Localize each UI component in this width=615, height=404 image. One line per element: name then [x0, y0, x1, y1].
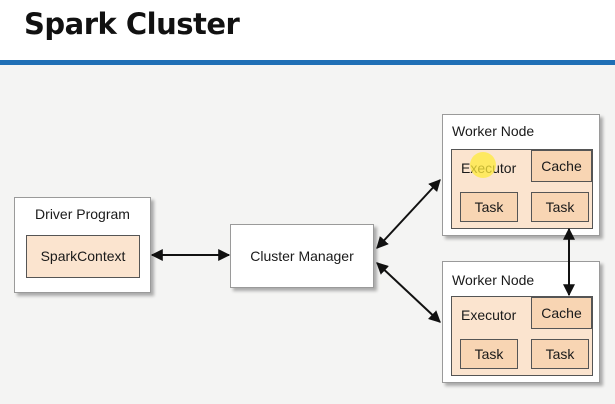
worker-node-label: Worker Node [452, 272, 535, 288]
spark-context-box: SparkContext [26, 235, 140, 278]
worker-node-box: Worker Node Executor Cache Task Task [442, 114, 600, 236]
cache-box: Cache [531, 150, 592, 182]
title-bar: Spark Cluster [0, 0, 615, 62]
driver-program-label: Driver Program [35, 206, 130, 222]
task-box: Task [531, 339, 589, 369]
worker-node-box: Worker Node Executor Cache Task Task [442, 261, 600, 383]
cluster-manager-box: Cluster Manager [230, 224, 374, 288]
title-underline [0, 60, 615, 65]
executor-box: Executor Cache Task Task [451, 296, 593, 376]
executor-box: Executor Cache Task Task [451, 149, 593, 229]
cluster-manager-label: Cluster Manager [250, 248, 354, 264]
driver-program-box: Driver Program SparkContext [14, 197, 151, 293]
cursor-highlight [470, 152, 496, 178]
task-box: Task [531, 192, 589, 222]
spark-context-label: SparkContext [40, 248, 126, 264]
cache-box: Cache [531, 297, 592, 329]
executor-label: Executor [461, 307, 517, 323]
slide-title: Spark Cluster [24, 7, 240, 41]
task-box: Task [460, 339, 518, 369]
task-box: Task [460, 192, 518, 222]
worker-node-label: Worker Node [452, 123, 535, 139]
